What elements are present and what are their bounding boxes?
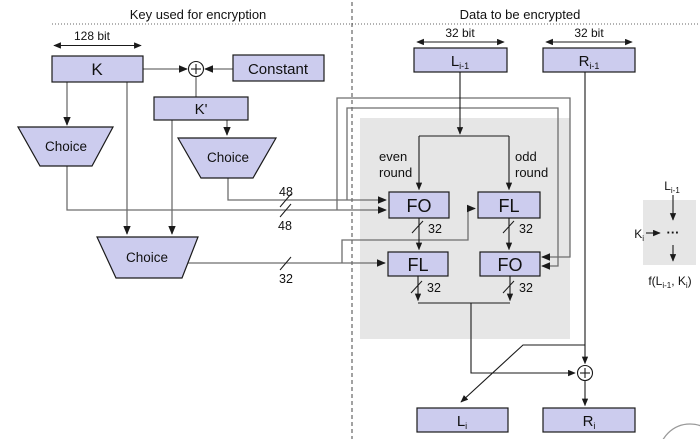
data-path-wires — [414, 72, 589, 407]
svg-text:round: round — [379, 165, 412, 180]
l-out-box: Li — [416, 407, 509, 433]
choice2-label: Choice — [207, 150, 249, 165]
bus32-fo-even-label: 32 — [428, 222, 442, 236]
fo-odd-label: FO — [498, 255, 523, 275]
l-in-box: Li-1 — [413, 47, 508, 73]
choice1-label: Choice — [45, 139, 87, 154]
wire-32-to-fl-odd — [341, 204, 476, 263]
fo-odd-box: FO — [479, 251, 541, 277]
bus32-fl-odd-label: 32 — [519, 222, 533, 236]
wire-48-lower — [66, 166, 387, 214]
legend-dots: ··· — [667, 225, 680, 240]
r-in-box: Ri-1 — [542, 47, 636, 73]
l-in-width-label: 32 bit — [445, 26, 475, 40]
fl-even-label: FL — [407, 255, 428, 275]
choice1-selector: Choice — [16, 126, 115, 167]
bus32-key-label: 32 — [279, 272, 293, 286]
bus48-upper-label: 48 — [279, 185, 293, 199]
wire-48-wrap-outer — [336, 97, 571, 261]
l-in-label: Li-1 — [451, 53, 469, 71]
r-in-width-label: 32 bit — [574, 26, 604, 40]
k-width-label: 128 bit — [74, 29, 111, 43]
fo-even-box: FO — [388, 191, 450, 219]
fl-even-box: FL — [387, 251, 449, 277]
wire-48-upper — [227, 178, 387, 204]
k-prime-box-label: K' — [195, 101, 208, 118]
round-function-legend: Li-1 Ki ··· f(Li-1, Ki) — [634, 179, 691, 290]
even-round-label: even round — [379, 149, 412, 180]
svg-text:odd: odd — [515, 149, 537, 164]
bus32-fl-even-label: 32 — [427, 281, 441, 295]
key-section-title: Key used for encryption — [130, 7, 267, 22]
corner-arc — [662, 423, 700, 439]
l-in-width-measure: 32 bit — [416, 26, 505, 46]
odd-round-label: odd round — [515, 149, 548, 180]
round-function-panel — [360, 118, 570, 339]
fl-odd-box: FL — [477, 191, 541, 219]
choice2-selector: Choice — [176, 137, 278, 179]
k-box: K — [51, 55, 144, 83]
wire-f-to-xor — [470, 303, 576, 377]
l-out-label: Li — [457, 413, 467, 431]
r-in-width-measure: 32 bit — [545, 26, 633, 46]
data-section-title: Data to be encrypted — [460, 7, 581, 22]
constant-box-label: Constant — [248, 61, 309, 78]
xor-feistel — [576, 364, 594, 382]
bus-annotations: 48 48 32 32 32 32 32 — [278, 185, 533, 295]
fl-odd-label: FL — [498, 196, 519, 216]
wire-48-wrap-inner — [346, 107, 559, 270]
legend-input-label: Li-1 — [664, 179, 680, 195]
choice3-label: Choice — [126, 250, 168, 265]
svg-text:even: even — [379, 149, 407, 164]
fo-even-label: FO — [407, 196, 432, 216]
k-box-label: K — [91, 60, 103, 79]
constant-box: Constant — [232, 54, 325, 82]
xor-key-constant — [187, 60, 205, 78]
bus48-lower-label: 48 — [278, 219, 292, 233]
bus32-fo-odd-label: 32 — [519, 281, 533, 295]
r-in-label: Ri-1 — [579, 53, 600, 71]
key-schedule-wires — [63, 65, 571, 270]
k-width-measure: 128 bit — [53, 29, 142, 49]
legend-output-label: f(Li-1, Ki) — [648, 274, 691, 290]
k-prime-box: K' — [153, 96, 249, 121]
choice3-selector: Choice — [96, 236, 199, 279]
r-out-box: Ri — [542, 407, 636, 433]
r-out-label: Ri — [583, 413, 596, 431]
legend-key-label: Ki — [634, 227, 644, 243]
svg-text:round: round — [515, 165, 548, 180]
wire-rin-to-lout — [460, 344, 585, 403]
